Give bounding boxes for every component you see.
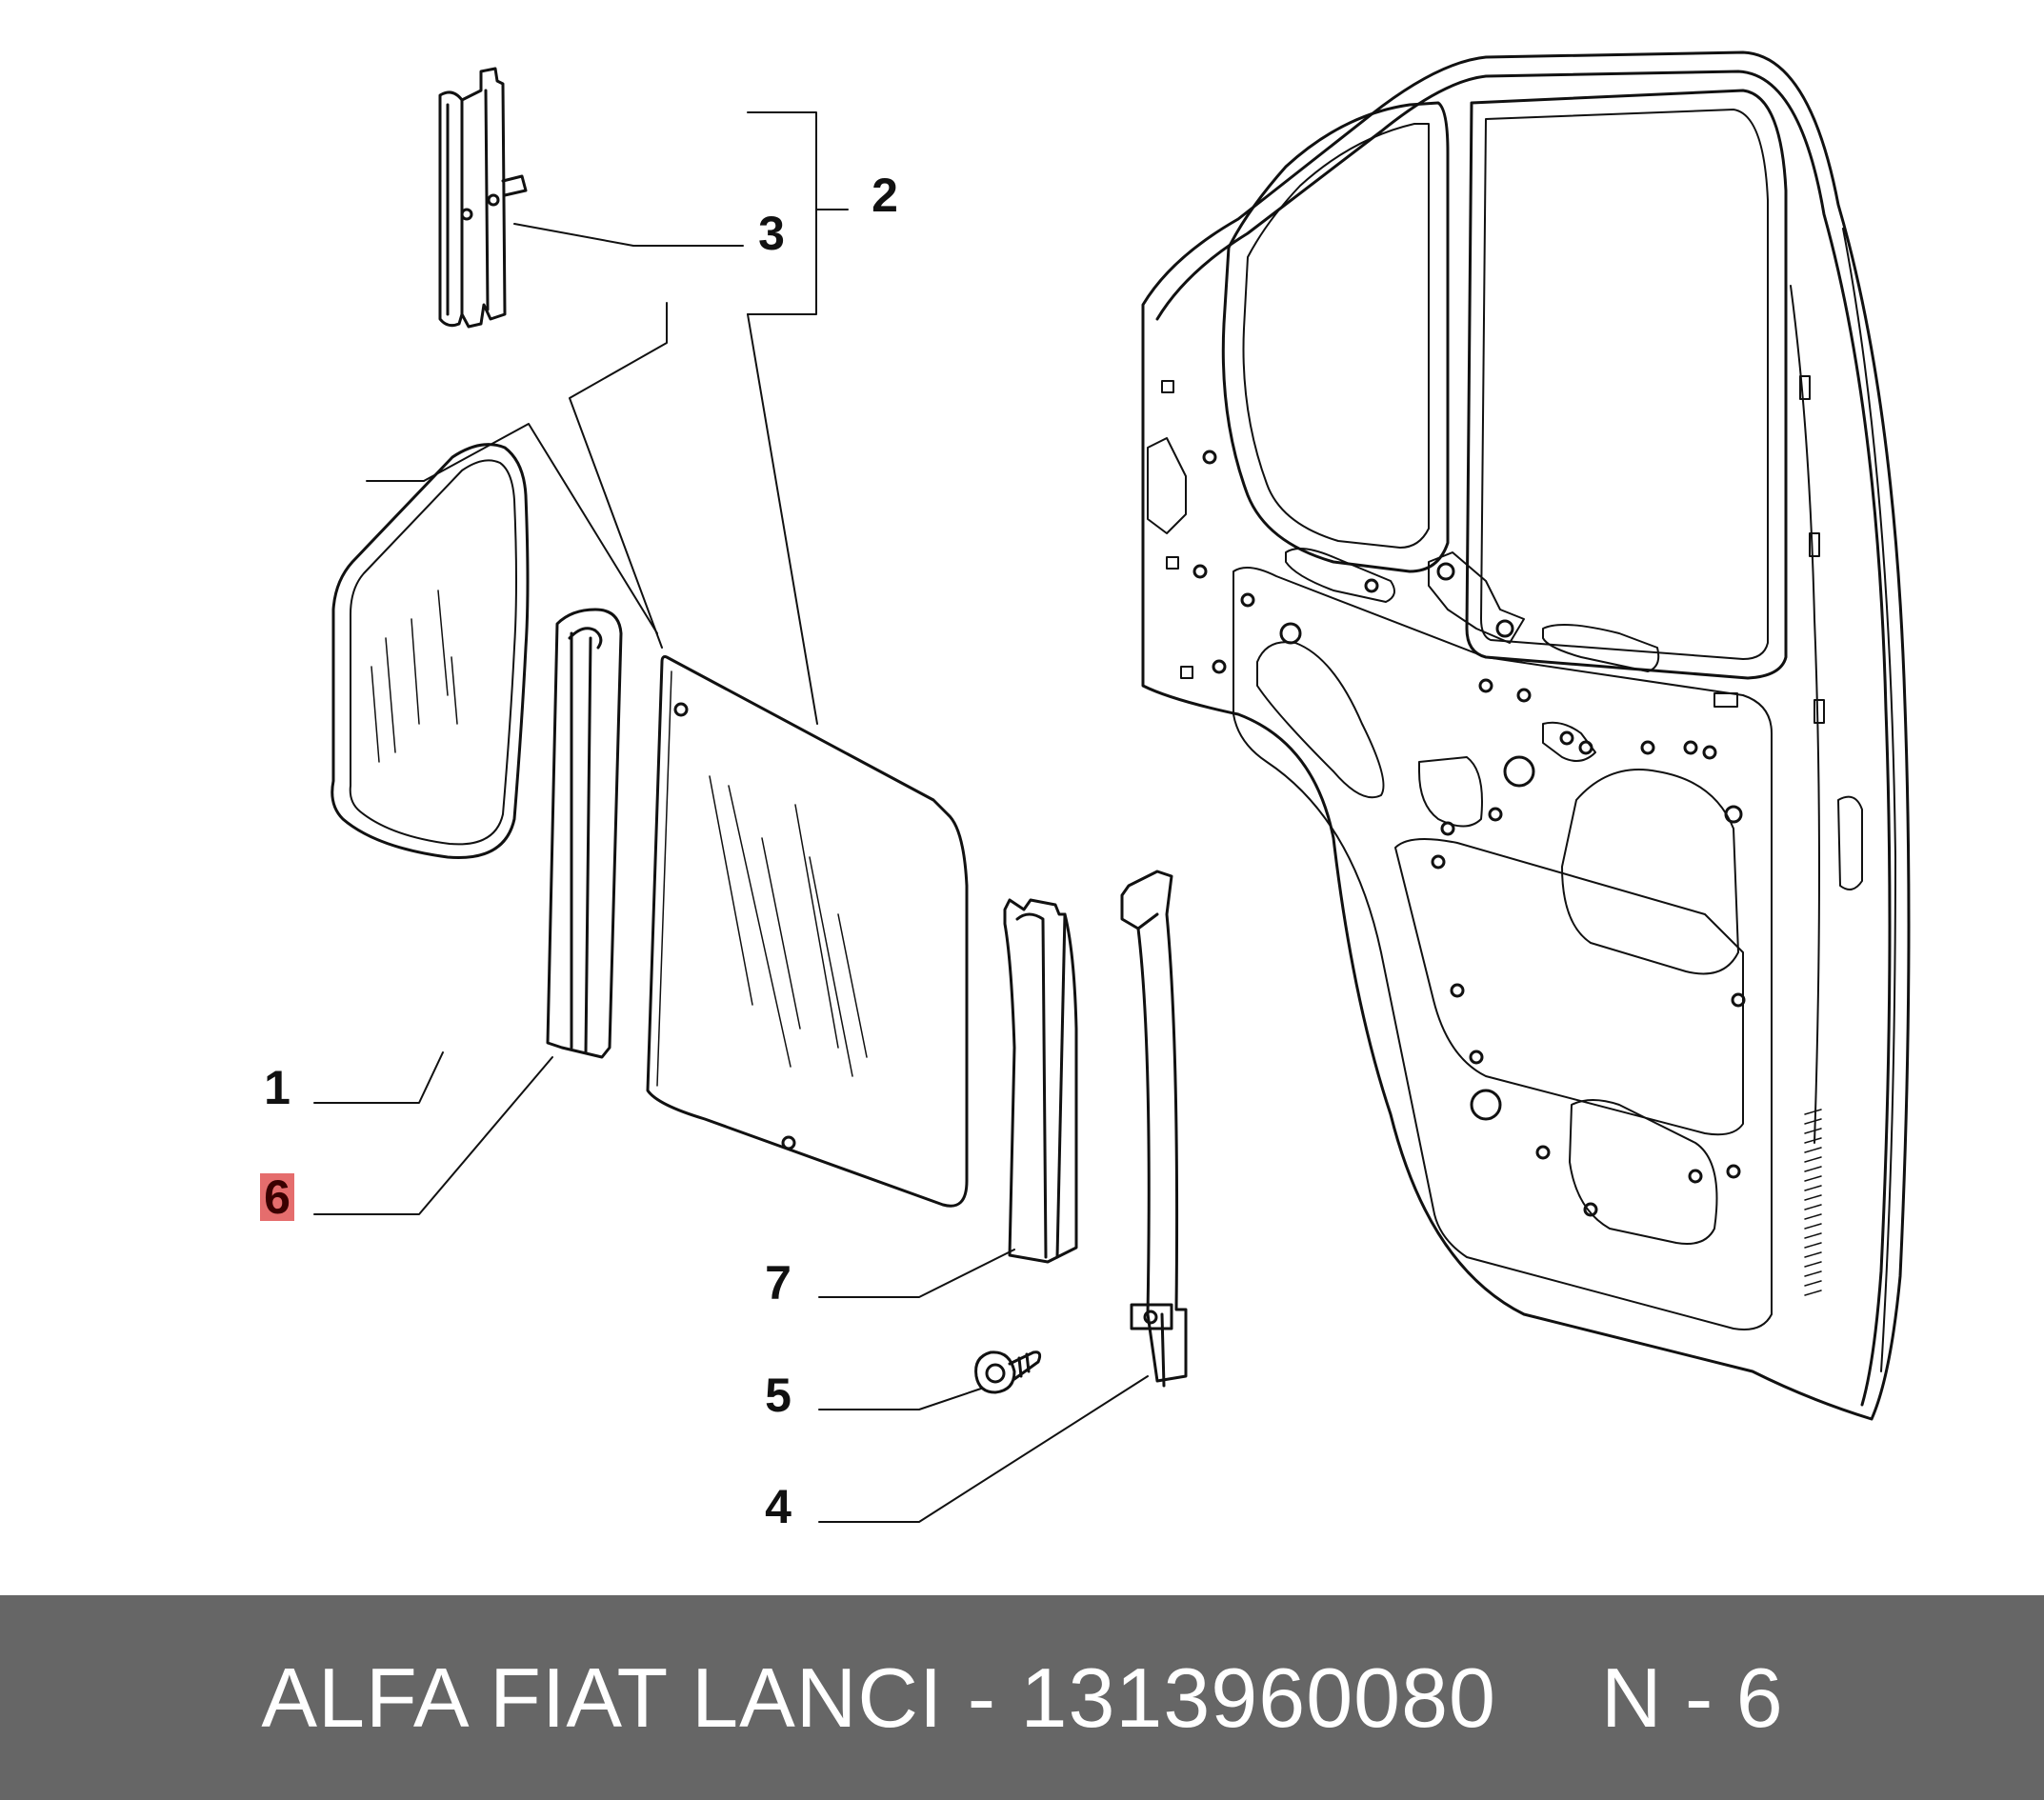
callout-4: 4 [765,1480,792,1533]
footer-part-info: ALFA FIAT LANCI - 1313960080 [261,1650,1496,1745]
part-7-seal-strip [1003,898,1078,1264]
callout-3: 3 [758,207,785,260]
callout-6-highlighted: 6 [260,1173,294,1221]
part-2-main-glass [646,655,969,1208]
part-5-bolt [974,1350,1042,1394]
footer-code: N - 6 [1600,1650,1783,1745]
callout-5: 5 [765,1369,792,1422]
callout-1: 1 [264,1061,291,1114]
part-1-quarter-glass [331,443,530,859]
part-3-guide-bracket [438,67,528,329]
leader-lines [313,111,1149,1523]
part-4-guide-rail [1120,870,1188,1388]
callout-7: 7 [765,1256,792,1310]
part-6-channel-seal [546,608,623,1059]
exploded-parts-diagram [313,50,1911,1523]
footer-bar: ALFA FIAT LANCI - 1313960080 N - 6 [0,1595,2044,1800]
door-shell [1141,50,1911,1421]
callout-2: 2 [872,169,898,222]
